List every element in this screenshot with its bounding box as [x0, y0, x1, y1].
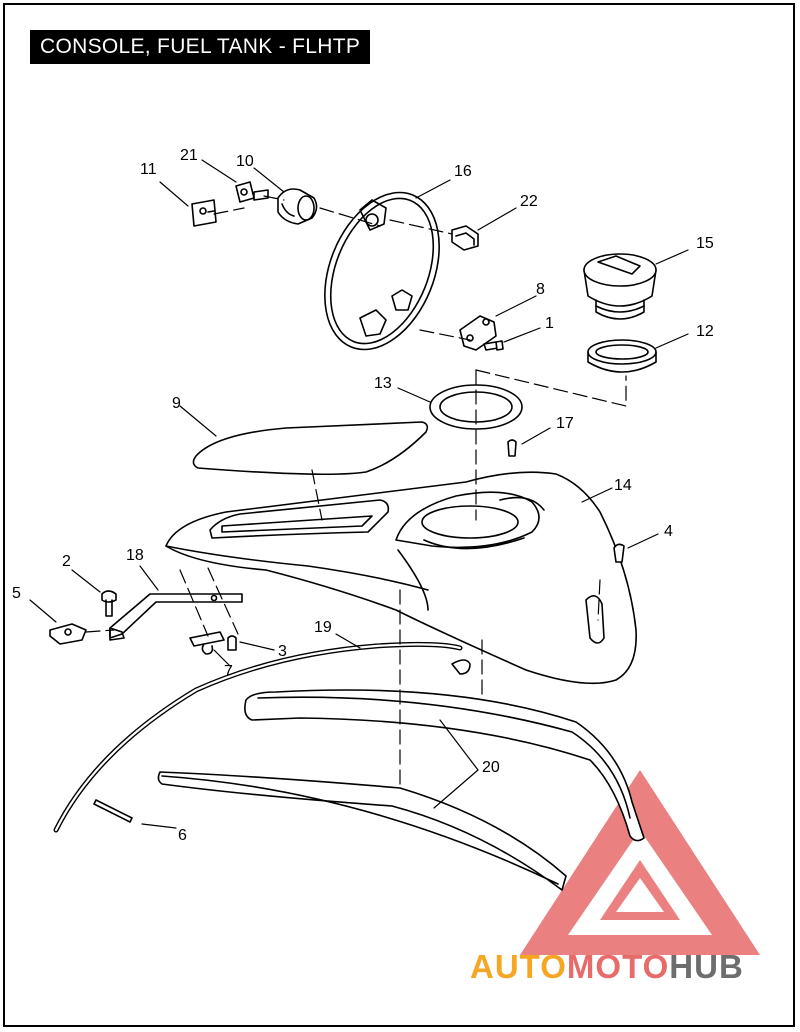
cover-plate-part-16	[324, 191, 440, 351]
fuel-gauge-part-10	[277, 188, 318, 225]
callout-19: 19	[314, 619, 332, 636]
watermark-part-hub: HUB	[669, 948, 744, 985]
callout-4: 4	[664, 523, 673, 540]
cable-tie-part-6	[93, 799, 133, 823]
watermark-part-auto: AUTO	[470, 948, 567, 985]
callout-labels: 1 2 3 4 5 6 7 8 9 10 11 12 13 14 15 16 1…	[12, 147, 714, 844]
callout-10: 10	[236, 153, 254, 170]
hose-part-19	[53, 641, 471, 833]
callout-7: 7	[224, 663, 233, 680]
callout-8: 8	[536, 281, 545, 298]
screw-part-17	[507, 439, 517, 457]
leader-lines	[29, 159, 689, 829]
callout-6: 6	[178, 827, 187, 844]
page-title: CONSOLE, FUEL TANK - FLHTP	[30, 30, 371, 64]
callout-9: 9	[172, 395, 181, 412]
screw-part-3	[227, 635, 237, 651]
svg-text:AUTOMOTOHUB: AUTOMOTOHUB	[470, 948, 744, 985]
watermark-part-moto: MOTO	[567, 948, 669, 985]
clip-part-7	[189, 631, 225, 655]
callout-3: 3	[278, 643, 287, 660]
callout-1: 1	[545, 315, 554, 332]
callout-20: 20	[482, 759, 500, 776]
watermark-logo: AUTOMOTOHUB	[470, 948, 744, 985]
clip-part-21	[235, 181, 269, 203]
bracket-part-8	[459, 315, 497, 351]
fuel-cap-part-15	[583, 253, 657, 320]
callout-14: 14	[614, 477, 632, 494]
lid-panel-part-9	[192, 421, 429, 476]
callout-22: 22	[520, 193, 538, 210]
callout-18: 18	[126, 547, 144, 564]
screw-part-1	[483, 340, 504, 351]
bolt-part-2	[101, 590, 117, 617]
callout-11: 11	[140, 161, 157, 178]
callout-5: 5	[12, 585, 21, 602]
plate-part-11	[191, 199, 217, 227]
nut-part-22	[451, 225, 479, 251]
callout-16: 16	[454, 163, 472, 180]
console-body-part-14	[165, 471, 637, 685]
callout-12: 12	[696, 323, 714, 340]
callout-15: 15	[696, 235, 714, 252]
callout-2: 2	[62, 553, 71, 570]
nut-plate-part-5	[49, 623, 87, 645]
gasket-part-12	[587, 339, 657, 373]
watermark-triangle	[520, 770, 760, 955]
screw-part-4	[613, 543, 625, 563]
callout-17: 17	[556, 415, 574, 432]
diagram-frame	[3, 3, 795, 1027]
callout-13: 13	[374, 375, 392, 392]
ring-part-13	[429, 384, 523, 430]
bracket-part-18	[109, 593, 243, 641]
trim-strip-part-20	[157, 689, 645, 891]
callout-21: 21	[180, 147, 198, 164]
assembly-lines	[85, 195, 627, 791]
